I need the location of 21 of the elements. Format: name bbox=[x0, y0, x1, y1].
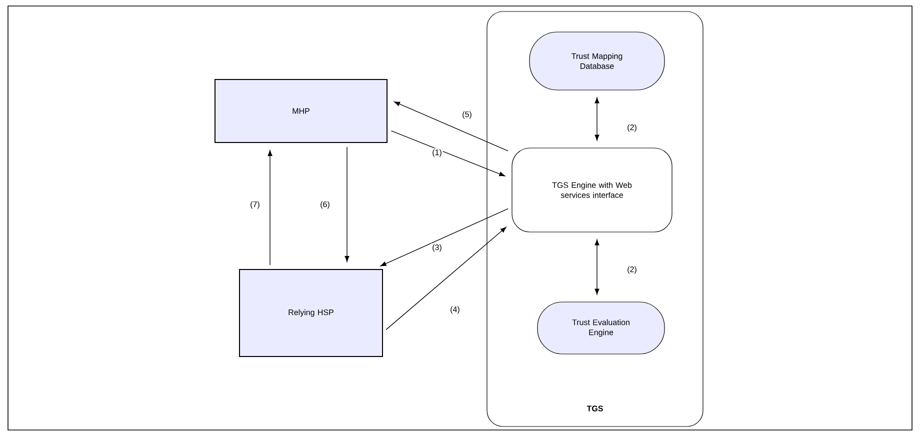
process-box: MHP bbox=[214, 79, 388, 143]
edge-label: (5) bbox=[461, 110, 473, 120]
process-box: Relying HSP bbox=[239, 269, 383, 357]
edge-label: (2) bbox=[626, 265, 638, 275]
arrow bbox=[594, 239, 600, 295]
edge-label: (1) bbox=[431, 148, 443, 158]
rounded-box: Trust Mapping Database bbox=[529, 32, 665, 90]
rounded-box: Trust Evaluation Engine bbox=[537, 302, 665, 354]
arrow bbox=[390, 130, 506, 176]
rounded-box: TGS Engine with Web services interface bbox=[512, 148, 672, 232]
arrow bbox=[268, 150, 272, 266]
edge-label: (6) bbox=[319, 200, 331, 210]
arrow bbox=[380, 208, 508, 266]
arrow bbox=[386, 226, 506, 330]
arrow bbox=[594, 97, 600, 141]
arrow bbox=[344, 146, 350, 262]
arrow bbox=[394, 101, 508, 152]
edge-label: (2) bbox=[626, 123, 638, 133]
edge-label: (3) bbox=[431, 243, 443, 253]
edge-label: (4) bbox=[449, 305, 461, 315]
edge-label: (7) bbox=[249, 200, 261, 210]
